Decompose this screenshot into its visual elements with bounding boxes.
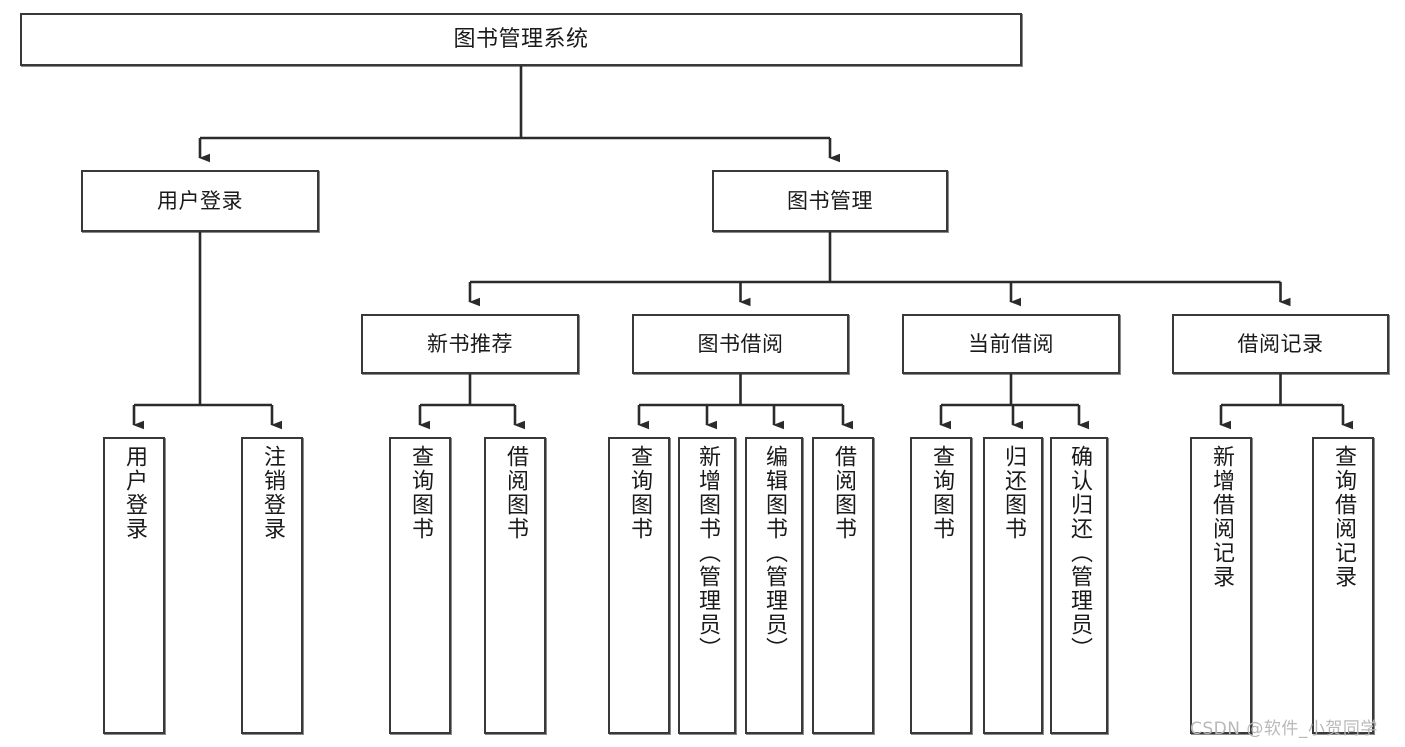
edge-group [132, 66, 1353, 430]
node-label: 查询借阅记录 [1331, 445, 1356, 589]
node-login-1[interactable]: 用户登录 [103, 437, 165, 734]
node-label: 查询图书 [929, 445, 954, 541]
node-current-2[interactable]: 归还图书 [983, 437, 1043, 734]
node-book-manage[interactable]: 图书管理 [712, 170, 948, 232]
node-label: 新增借阅记录 [1209, 445, 1234, 589]
node-label: 借阅图书 [503, 445, 528, 541]
edge-bus-book-borrow [639, 374, 843, 407]
node-label: 查询图书 [408, 445, 433, 541]
node-borrow-record[interactable]: 借阅记录 [1172, 314, 1389, 374]
node-label: 当前借阅 [968, 331, 1054, 356]
node-new-book-rec[interactable]: 新书推荐 [361, 314, 579, 374]
node-label: 确认归还（管理员） [1067, 445, 1092, 661]
node-label: 编辑图书（管理员） [762, 445, 787, 661]
node-label: 新书推荐 [427, 331, 513, 356]
node-current-1[interactable]: 查询图书 [910, 437, 972, 734]
edge-bus-book-manage [470, 232, 1281, 284]
node-label: 查询图书 [627, 445, 652, 541]
node-borrow-3[interactable]: 编辑图书（管理员） [745, 437, 803, 734]
edge-bus-borrow-record [1221, 374, 1343, 407]
node-borrow-4[interactable]: 借阅图书 [812, 437, 874, 734]
node-label: 归还图书 [1001, 445, 1026, 541]
csdn-watermark: CSDN @软件_小贺同学 [1190, 719, 1378, 739]
node-label: 用户登录 [157, 188, 243, 213]
node-book-borrow[interactable]: 图书借阅 [632, 314, 849, 374]
node-rec-2[interactable]: 借阅图书 [484, 437, 546, 734]
node-record-1[interactable]: 新增借阅记录 [1190, 437, 1252, 734]
node-current-3[interactable]: 确认归还（管理员） [1050, 437, 1108, 734]
edge-bus-new-book-rec [420, 374, 515, 407]
node-rec-1[interactable]: 查询图书 [389, 437, 451, 734]
node-login-2[interactable]: 注销登录 [241, 437, 303, 734]
node-root[interactable]: 图书管理系统 [20, 13, 1022, 66]
node-label: 图书借阅 [697, 331, 784, 356]
node-current-borrow[interactable]: 当前借阅 [902, 314, 1120, 374]
node-record-2[interactable]: 查询借阅记录 [1312, 437, 1374, 734]
node-label: 用户登录 [122, 445, 147, 541]
node-borrow-1[interactable]: 查询图书 [608, 437, 670, 734]
node-user-login[interactable]: 用户登录 [81, 170, 319, 232]
node-label: 注销登录 [260, 445, 285, 541]
edge-bus-current-borrow [941, 374, 1079, 407]
node-label: 新增图书（管理员） [695, 445, 720, 661]
node-label: 借阅图书 [831, 445, 856, 541]
edge-bus-user-login [134, 232, 272, 407]
node-label: 借阅记录 [1237, 331, 1324, 356]
node-label: 图书管理 [787, 188, 873, 213]
edge-bus-root [200, 66, 830, 140]
node-borrow-2[interactable]: 新增图书（管理员） [678, 437, 736, 734]
node-label: 图书管理系统 [453, 26, 589, 52]
